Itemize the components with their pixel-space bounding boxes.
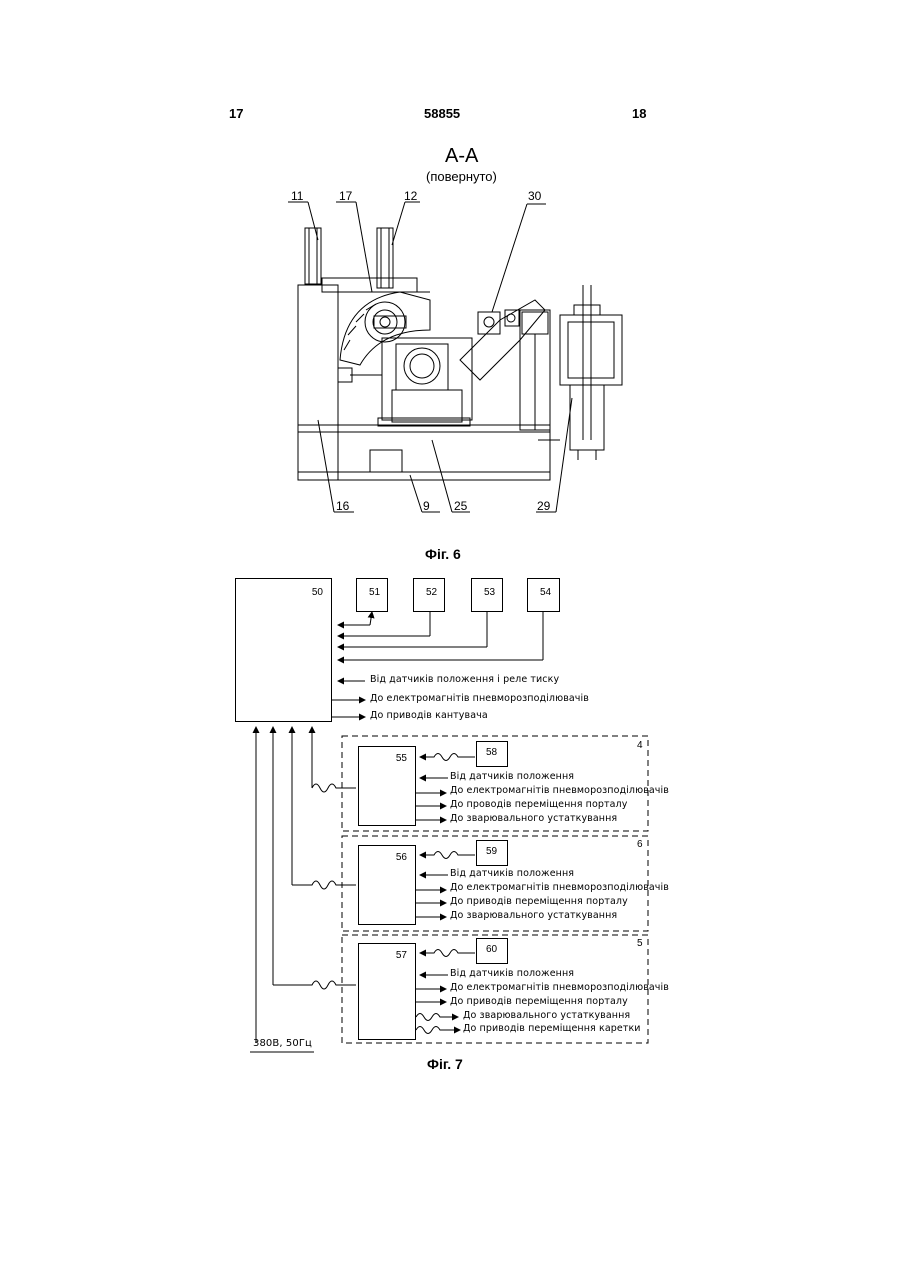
main-signal-3: До приводів кантувача [370,710,488,721]
block-51: 51 [356,578,388,612]
panel4-signal-4: До зварювального устаткування [450,813,617,824]
block-54: 54 [527,578,560,612]
callout-12: 12 [404,189,417,203]
block-number: 59 [486,846,497,857]
fig6-caption: Фіг. 6 [425,546,461,562]
callout-17: 17 [339,189,352,203]
panel4-signal-1: Від датчиків положення [450,771,574,782]
sensor-60: 60 [476,938,508,964]
block-53: 53 [471,578,503,612]
section-title: А-А [445,145,478,168]
panel5-signal-4: До зварювального устаткування [463,1010,630,1021]
block-number: 54 [540,587,551,598]
sensor-59: 59 [476,840,508,866]
page-number-left: 17 [229,106,243,121]
callout-25: 25 [454,499,467,513]
panel-number-4: 4 [637,740,643,751]
callout-29: 29 [537,499,550,513]
block-number: 57 [396,950,407,961]
section-subtitle: (повернуто) [426,169,497,184]
block-number: 58 [486,747,497,758]
panel4-signal-3: До проводів переміщення порталу [450,799,627,810]
sensor-58: 58 [476,741,508,767]
panel5-signal-2: До електромагнітів пневморозподілювачів [450,982,669,993]
panel5-signal-3: До приводів переміщення порталу [450,996,628,1007]
callout-30: 30 [528,189,541,203]
controller-56: 56 [358,845,416,925]
block-number: 53 [484,587,495,598]
fig7-caption: Фіг. 7 [427,1056,463,1072]
callout-11: 11 [291,189,303,203]
panel6-signal-3: До приводів переміщення порталу [450,896,628,907]
panel5-signal-1: Від датчиків положення [450,968,574,979]
block-number: 52 [426,587,437,598]
document-number: 58855 [424,106,460,121]
block-number: 56 [396,852,407,863]
block-number: 50 [312,587,323,598]
panel4-signal-2: До електромагнітів пневморозподілювачів [450,785,669,796]
callout-9: 9 [423,499,430,513]
panel6-signal-1: Від датчиків положення [450,868,574,879]
main-signal-1: Від датчиків положення і реле тиску [370,674,559,685]
controller-55: 55 [358,746,416,826]
panel5-signal-5: До приводів переміщення каретки [463,1023,641,1034]
panel-number-6: 6 [637,839,643,850]
controller-50: 50 [235,578,332,722]
panel-number-5: 5 [637,938,643,949]
panel6-signal-2: До електромагнітів пневморозподілювачів [450,882,669,893]
block-number: 60 [486,944,497,955]
panel6-signal-4: До зварювального устаткування [450,910,617,921]
power-supply-label: 380В, 50Гц [253,1038,312,1049]
main-signal-2: До електромагнітів пневморозподілювачів [370,693,589,704]
controller-57: 57 [358,943,416,1040]
block-52: 52 [413,578,445,612]
callout-16: 16 [336,499,349,513]
block-number: 51 [369,587,380,598]
block-number: 55 [396,753,407,764]
page-number-right: 18 [632,106,646,121]
